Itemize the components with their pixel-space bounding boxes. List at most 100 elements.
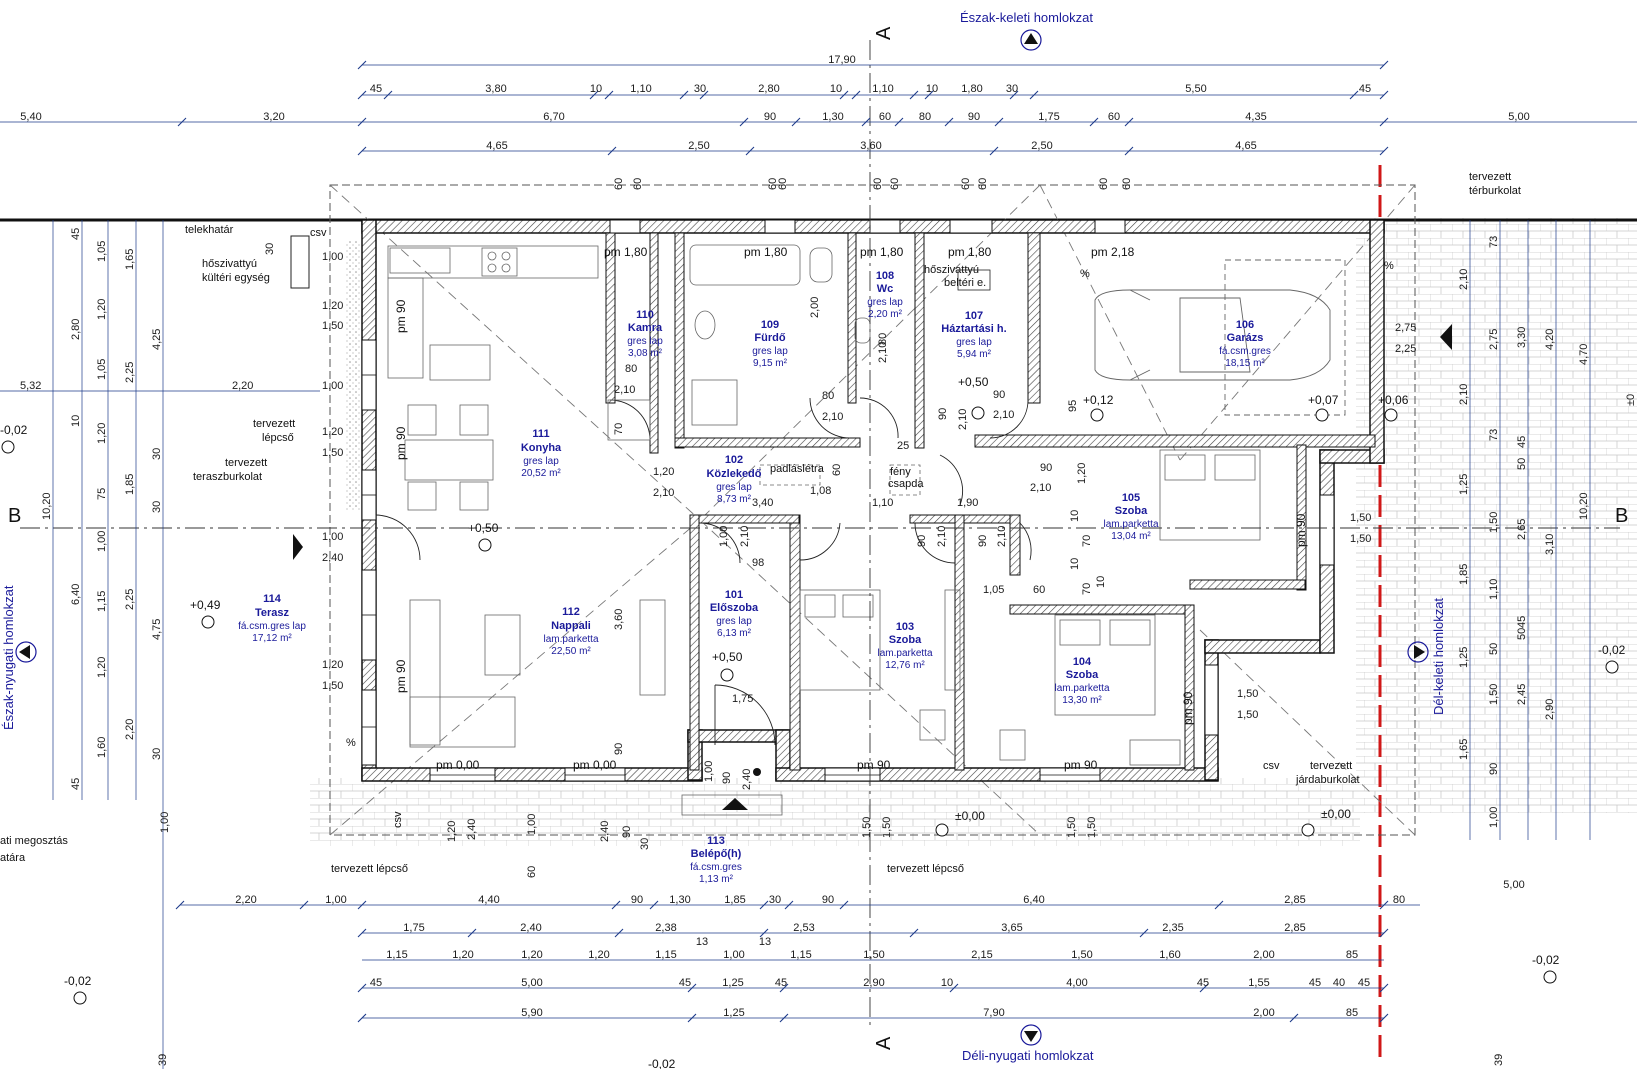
svg-text:+0,50: +0,50 xyxy=(712,650,743,664)
svg-text:50: 50 xyxy=(1488,643,1500,655)
svg-text:1,50: 1,50 xyxy=(1086,817,1098,838)
svg-text:30: 30 xyxy=(264,243,276,255)
note-stairs-1: tervezett xyxy=(253,418,295,430)
svg-text:2,90: 2,90 xyxy=(863,977,884,989)
svg-text:1,50: 1,50 xyxy=(322,447,343,459)
bottom-dimension-texts: 2,20 1,00 4,40 90 1,30 1,85 30 90 6,40 2… xyxy=(235,879,1524,1019)
svg-text:1,75: 1,75 xyxy=(1038,111,1059,123)
note-walkway-1: tervezett xyxy=(1310,760,1352,772)
svg-text:1,00: 1,00 xyxy=(322,531,343,543)
svg-text:gres lap: gres lap xyxy=(523,456,559,467)
svg-text:60: 60 xyxy=(1098,178,1110,190)
svg-text:5,00: 5,00 xyxy=(1503,879,1524,891)
svg-text:13: 13 xyxy=(696,936,708,948)
svg-text:1,50: 1,50 xyxy=(1071,949,1092,961)
room-103: 103 Szoba lam.parketta 12,76 m² xyxy=(877,621,932,671)
inner-dimension-texts: 1,00 1,20 1,50 1,20 1,50 1,00 2,40 1,20 … xyxy=(159,243,1416,878)
svg-text:45: 45 xyxy=(370,83,382,95)
svg-text:2,75: 2,75 xyxy=(1488,329,1500,350)
svg-text:2,25: 2,25 xyxy=(124,362,136,383)
svg-text:1,75: 1,75 xyxy=(403,922,424,934)
svg-text:lam.parketta: lam.parketta xyxy=(877,648,932,659)
svg-text:114: 114 xyxy=(263,593,282,605)
svg-text:101: 101 xyxy=(725,589,743,601)
note-stairs-2: lépcső xyxy=(262,432,294,444)
svg-text:1,13 m²: 1,13 m² xyxy=(699,874,734,885)
svg-text:2,20: 2,20 xyxy=(235,894,256,906)
svg-text:±0: ±0 xyxy=(1625,394,1637,406)
svg-text:-0,02: -0,02 xyxy=(1598,643,1626,657)
svg-text:110: 110 xyxy=(636,309,654,321)
svg-text:80: 80 xyxy=(1393,894,1405,906)
svg-text:4,70: 4,70 xyxy=(1578,344,1590,365)
svg-text:104: 104 xyxy=(1073,656,1092,668)
svg-text:85: 85 xyxy=(1346,949,1358,961)
left-dimension-texts: 10,20 2,80 6,40 45 1,05 1,20 1,05 10 1,2… xyxy=(20,228,343,790)
svg-text:2,20: 2,20 xyxy=(232,380,253,392)
note-terrace-paving-2: teraszburkolat xyxy=(193,471,262,483)
svg-text:17,90: 17,90 xyxy=(828,54,856,66)
svg-text:pm 1,80: pm 1,80 xyxy=(860,245,904,259)
svg-text:30: 30 xyxy=(151,748,163,760)
svg-text:2,00: 2,00 xyxy=(809,297,821,318)
svg-text:10: 10 xyxy=(1069,510,1081,522)
note-paving-2: térburkolat xyxy=(1469,185,1521,197)
svg-text:gres lap: gres lap xyxy=(716,616,752,627)
svg-text:1,60: 1,60 xyxy=(1159,949,1180,961)
svg-text:45: 45 xyxy=(370,977,382,989)
svg-text:Konyha: Konyha xyxy=(521,442,562,454)
svg-text:2,85: 2,85 xyxy=(1284,894,1305,906)
svg-text:39: 39 xyxy=(157,1054,169,1066)
svg-text:45: 45 xyxy=(1197,977,1209,989)
room-114: 114 Terasz fá.csm.gres lap 17,12 m² xyxy=(238,593,306,644)
svg-text:90: 90 xyxy=(631,894,643,906)
svg-text:1,25: 1,25 xyxy=(1458,474,1470,495)
svg-text:pm 1,80: pm 1,80 xyxy=(604,245,648,259)
svg-text:Garázs: Garázs xyxy=(1227,332,1264,344)
svg-text:Terasz: Terasz xyxy=(255,607,290,619)
svg-text:30: 30 xyxy=(151,501,163,513)
svg-text:fá.csm.gres lap: fá.csm.gres lap xyxy=(238,621,306,632)
svg-text:2,10: 2,10 xyxy=(1458,384,1470,405)
svg-text:+0,50: +0,50 xyxy=(468,521,499,535)
note-slope-1: % xyxy=(1080,268,1090,280)
svg-text:Wc: Wc xyxy=(877,283,894,295)
svg-text:90: 90 xyxy=(613,743,625,755)
svg-text:1,20: 1,20 xyxy=(1076,463,1088,484)
svg-text:45: 45 xyxy=(1516,436,1528,448)
elevation-top-title: Észak-keleti homlokzat xyxy=(960,10,1093,25)
svg-text:13,04 m²: 13,04 m² xyxy=(1111,531,1151,542)
svg-text:1,00: 1,00 xyxy=(96,531,108,552)
svg-text:1,05: 1,05 xyxy=(96,241,108,262)
svg-text:±0,00: ±0,00 xyxy=(955,809,985,823)
svg-text:Háztartási h.: Háztartási h. xyxy=(941,323,1006,335)
svg-text:1,20: 1,20 xyxy=(653,466,674,478)
room-labels: 101 Előszoba gres lap 6,13 m² 102 Közlek… xyxy=(238,270,1271,885)
svg-text:2,85: 2,85 xyxy=(1284,922,1305,934)
svg-text:pm 90: pm 90 xyxy=(857,758,891,772)
room-106: 106 Garázs fá.csm.gres 18,15 m² xyxy=(1219,319,1271,369)
svg-text:1,20: 1,20 xyxy=(322,426,343,438)
svg-text:-0,02: -0,02 xyxy=(64,974,92,988)
svg-text:2,00: 2,00 xyxy=(1253,1007,1274,1019)
svg-text:2,40: 2,40 xyxy=(520,922,541,934)
svg-text:5,00: 5,00 xyxy=(521,977,542,989)
svg-text:50: 50 xyxy=(1516,458,1528,470)
svg-text:2,00: 2,00 xyxy=(1253,949,1274,961)
room-104: 104 Szoba lam.parketta 13,30 m² xyxy=(1054,656,1109,706)
svg-text:70: 70 xyxy=(1081,535,1093,547)
svg-text:95: 95 xyxy=(1067,400,1079,412)
living-furniture xyxy=(409,599,666,748)
svg-text:2,10: 2,10 xyxy=(957,409,969,430)
svg-text:12,76 m²: 12,76 m² xyxy=(885,660,925,671)
note-slope-2: % xyxy=(1384,260,1394,272)
svg-text:1,20: 1,20 xyxy=(322,659,343,671)
note-stairs-bottom-left: tervezett lépcső xyxy=(331,863,408,875)
svg-text:1,00: 1,00 xyxy=(718,526,730,547)
svg-text:2,50: 2,50 xyxy=(688,140,709,152)
level-texts: +0,50 +0,49 +0,50 +0,50 +0,12 +0,07 +0,0… xyxy=(0,375,1626,1069)
svg-text:Nappali: Nappali xyxy=(551,620,591,632)
svg-text:40: 40 xyxy=(1333,977,1345,989)
svg-text:50: 50 xyxy=(1516,628,1528,640)
terrace-gravel-strip xyxy=(345,240,361,510)
